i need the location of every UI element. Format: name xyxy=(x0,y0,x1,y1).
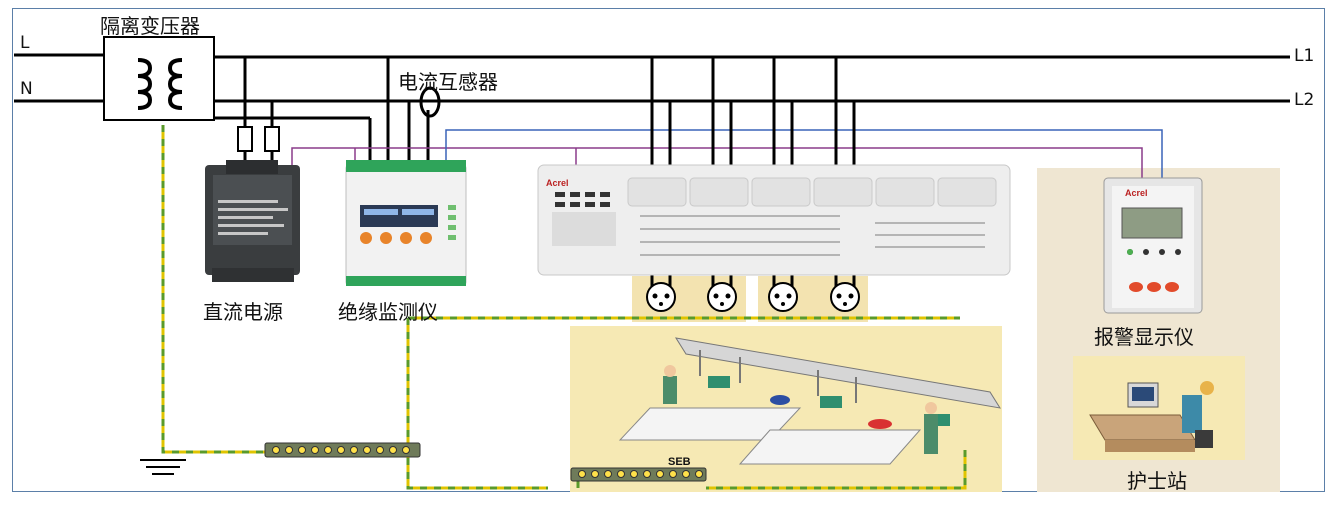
current-transformer-ring xyxy=(419,86,441,118)
seb-busbar xyxy=(570,467,707,482)
isolation-transformer-label: 隔离变压器 xyxy=(100,14,200,38)
nurse-station-illustration xyxy=(1089,381,1214,452)
equipotential-busbar xyxy=(264,442,421,458)
earth-symbol xyxy=(140,459,186,475)
socket-pins xyxy=(652,293,854,306)
line-label-N: N xyxy=(20,79,33,99)
dc-power-supply-label: 直流电源 xyxy=(203,300,283,324)
line-label-L2: L2 xyxy=(1294,90,1315,110)
medical-sockets xyxy=(646,282,860,312)
current-monitoring-module xyxy=(537,164,1011,276)
isolation-transformer-box xyxy=(103,36,215,121)
alarm-display-device xyxy=(1103,177,1203,314)
module-brand-logo: Acrel xyxy=(546,178,569,188)
dc-power-supply-device xyxy=(205,160,300,282)
alarm-display-brand-logo: Acrel xyxy=(1125,188,1148,198)
transformer-coil-secondary xyxy=(167,58,183,110)
nurse-station-label: 护士站 xyxy=(1127,469,1187,493)
fuse-2 xyxy=(264,126,280,152)
ward-scene-illustration xyxy=(618,337,1002,465)
current-transformer-label: 电流互感器 xyxy=(398,70,498,94)
insulation-monitor-device xyxy=(345,160,467,286)
insulation-monitor-label: 绝缘监测仪 xyxy=(338,300,438,324)
signal-line-purple xyxy=(291,147,1143,178)
alarm-display-label: 报警显示仪 xyxy=(1094,325,1194,349)
line-label-L: L xyxy=(20,33,30,53)
seb-label: SEB xyxy=(668,456,691,468)
transformer-coil-primary xyxy=(137,58,153,110)
line-label-L1: L1 xyxy=(1294,46,1315,66)
fuse-1 xyxy=(237,126,253,152)
signal-line-blue xyxy=(445,129,1163,178)
